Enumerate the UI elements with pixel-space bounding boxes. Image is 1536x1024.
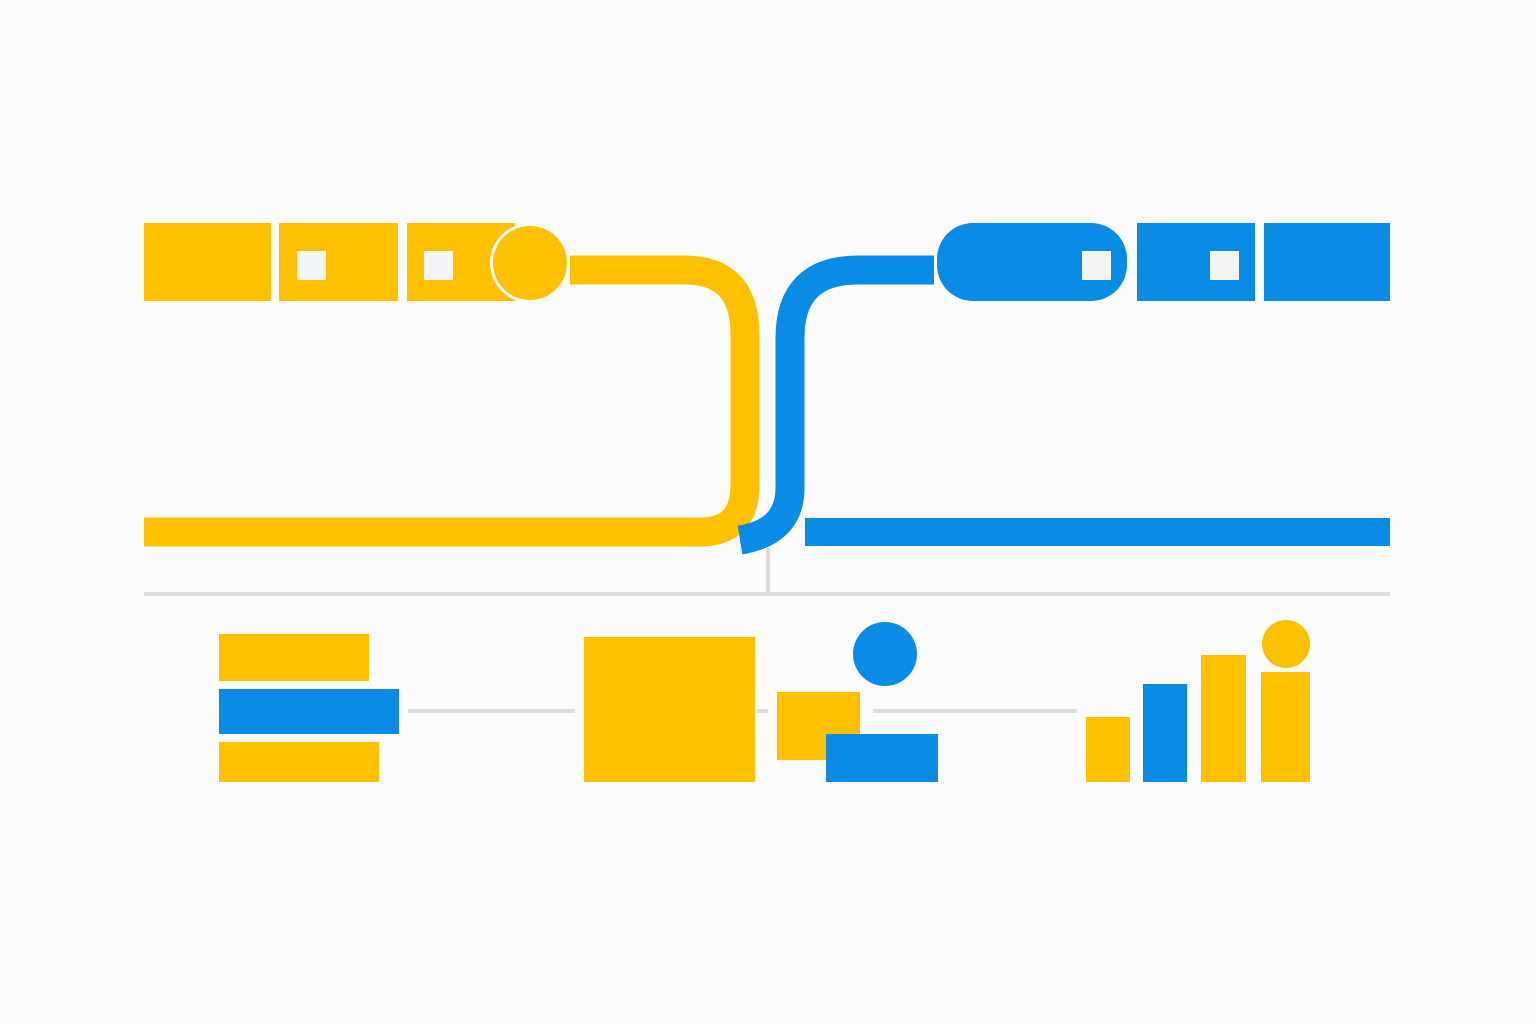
yellow-pipe [144,255,760,547]
stack-bar-3 [219,742,379,782]
bar-1 [1086,717,1130,782]
yellow-head [493,226,567,300]
blue-car-1 [937,223,1127,301]
blue-bottom-band [805,518,1390,546]
user-card-front [826,734,938,782]
yellow-car-2 [279,223,398,301]
bar-3 [1201,655,1246,782]
stack-bar-1 [219,634,369,681]
blue-car-3 [1264,223,1390,301]
stack-bar-2 [219,689,399,734]
yellow-window-1 [297,251,326,280]
big-square [584,637,755,782]
bar-4 [1261,672,1310,782]
blue-train [937,223,1390,301]
bar-4-dot [1262,620,1310,668]
blue-window-2 [1210,251,1239,280]
user-head-circle [853,622,917,686]
yellow-car-1 [144,223,271,301]
bar-2 [1143,684,1187,782]
yellow-train [144,223,570,303]
blue-pipe [737,255,934,555]
yellow-window-2 [424,251,453,280]
blue-window-1 [1082,251,1111,280]
